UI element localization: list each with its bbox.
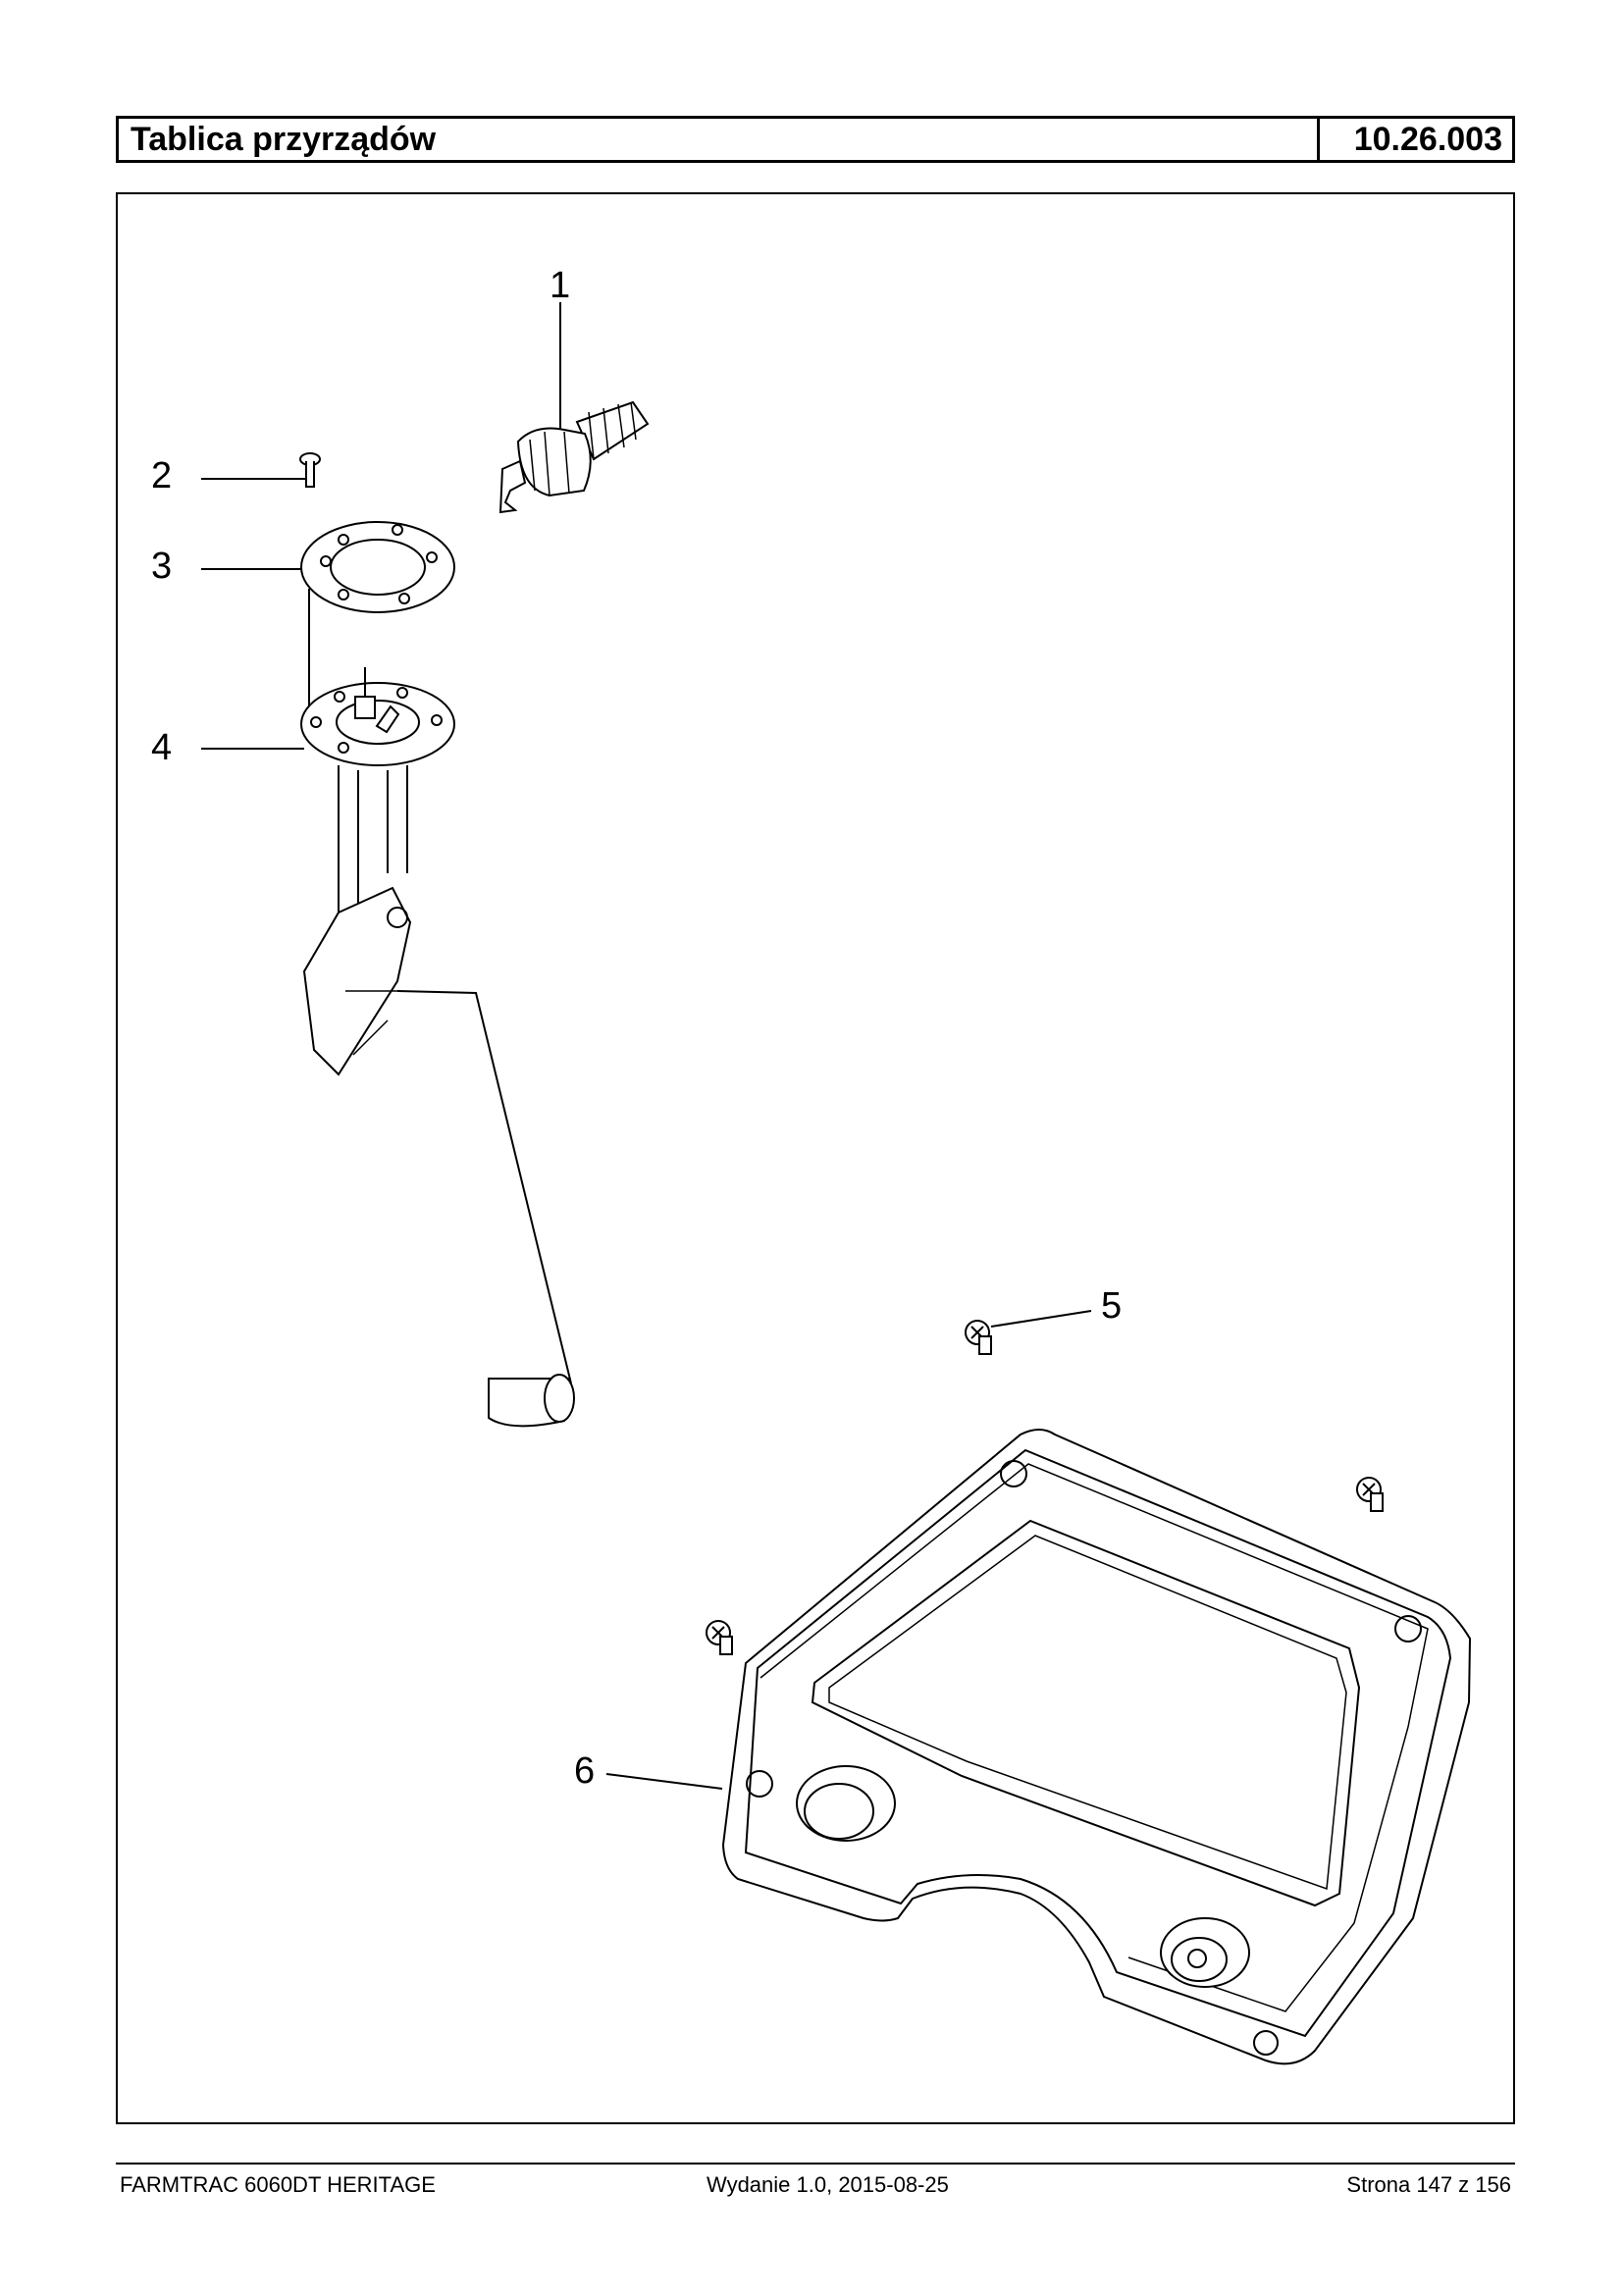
callout-5: 5: [1101, 1285, 1123, 1327]
part-2-screw: [201, 452, 321, 488]
callout-1: 1: [550, 265, 571, 306]
callout-2: 2: [151, 455, 173, 496]
callout-4: 4: [151, 727, 173, 768]
footer-page-number: Strona 147 z 156: [1346, 2172, 1511, 2197]
callout-6: 6: [574, 1750, 596, 1792]
footer-rule: [116, 2163, 1515, 2165]
part-4-level-sender: [201, 667, 575, 1428]
page-header: Tablica przyrządów 10.26.003: [116, 116, 1515, 163]
footer-edition: Wydanie 1.0, 2015-08-25: [707, 2172, 949, 2197]
footer-model: FARMTRAC 6060DT HERITAGE: [120, 2172, 436, 2197]
part-6-housing: [605, 1429, 1472, 2065]
callout-3: 3: [151, 546, 173, 587]
catalog-code: 10.26.003: [1353, 121, 1502, 158]
page-title: Tablica przyrządów: [119, 119, 1320, 160]
part-1-sender: [498, 302, 650, 514]
part-3-gasket: [201, 521, 455, 731]
diagram-frame: [116, 192, 1515, 2124]
